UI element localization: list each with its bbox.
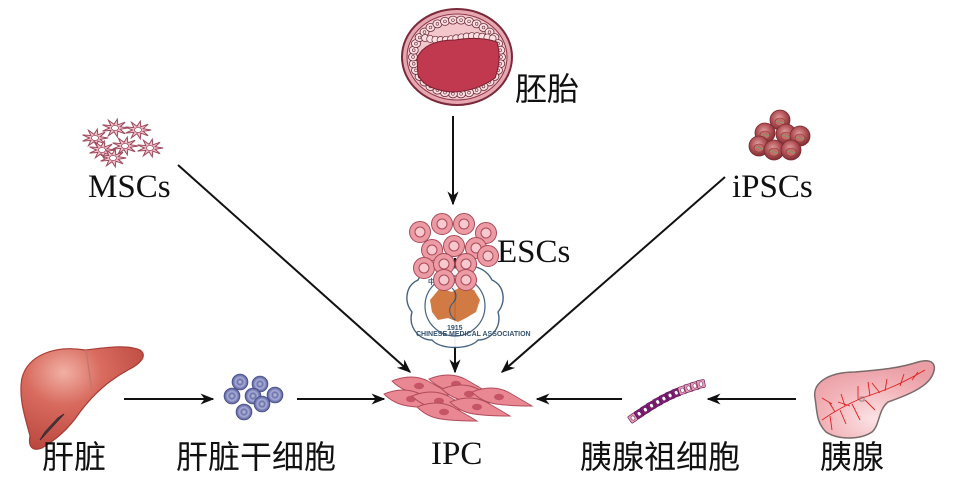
label-ipscs: iPSCs <box>732 169 813 205</box>
embryo-cell <box>448 15 458 25</box>
insulin-producing-cells-icon <box>383 374 534 422</box>
seal-text-bottom: CHINESE MEDICAL ASSOCIATION <box>416 331 531 338</box>
label-pancreas: 胰腺 <box>820 438 884 476</box>
seal-year: 1915 <box>447 325 463 332</box>
label-pancreatic-progenitor: 胰腺祖细胞 <box>580 438 740 476</box>
label-liver-stem-cells: 肝脏干细胞 <box>176 438 336 476</box>
induced-pluripotent-stem-cells-icon <box>748 109 811 161</box>
liver-stem-cell <box>231 373 249 391</box>
mesenchymal-stem-cells-icon <box>82 117 164 169</box>
liver-stem-cell <box>235 403 253 421</box>
liver-stem-cell <box>266 386 284 404</box>
label-ipc: IPC <box>431 436 482 472</box>
liver-icon <box>20 346 144 450</box>
liver-stem-cell <box>253 395 271 413</box>
label-embryo: 胚胎 <box>515 70 579 108</box>
arrow-ipscs-to-ipc <box>500 176 726 373</box>
arrow-mscs-to-ipc <box>177 164 412 373</box>
liver-stem-cells-icon <box>223 373 284 421</box>
label-liver: 肝脏 <box>42 438 106 476</box>
embryo-blastocyst-icon <box>401 8 513 106</box>
pancreatic-progenitor-cells-icon <box>627 379 706 424</box>
embryo-cell <box>440 17 450 26</box>
label-mscs: MSCs <box>88 169 171 205</box>
embryo-cell <box>456 15 466 25</box>
liver-stem-cell <box>223 387 241 405</box>
label-escs: ESCs <box>497 234 570 270</box>
chinese-medical-association-seal: 中华医学会 CHINESE MEDICAL ASSOCIATION 1915 <box>406 264 531 349</box>
embryonic-stem-cells-icon <box>409 213 499 291</box>
pancreas-icon <box>814 360 936 439</box>
